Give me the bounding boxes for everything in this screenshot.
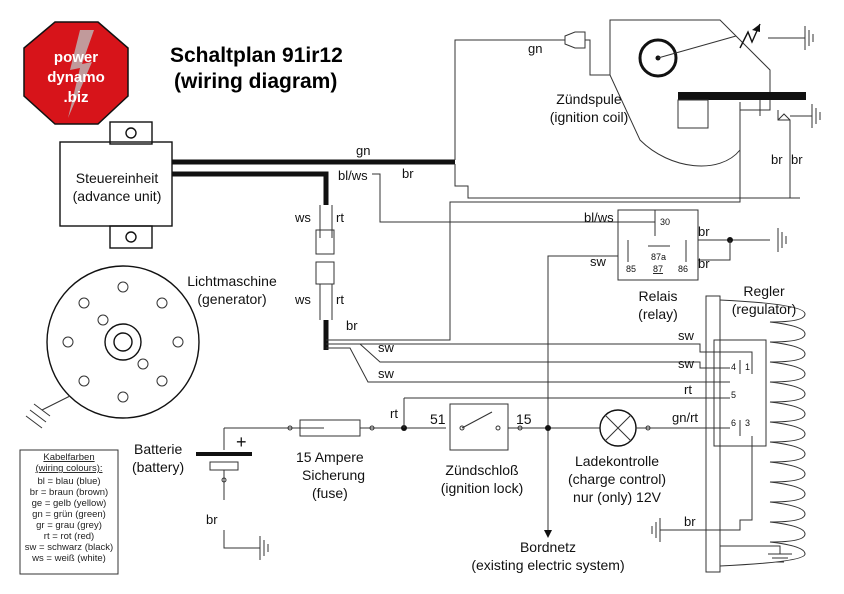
wire-label-br-unit: br [402, 166, 414, 181]
ignition-lock-label-en: (ignition lock) [441, 480, 523, 496]
relay-pin-85: 85 [626, 264, 636, 274]
wire-label-gn-coil: gn [528, 41, 542, 56]
logo-line3: .biz [64, 89, 89, 106]
wire-label-br-gen: br [346, 318, 358, 333]
relay-pin-86: 86 [678, 264, 688, 274]
legend-entry: gn = grün (green) [32, 509, 106, 520]
fuse-line1: 15 Ampere [296, 449, 364, 465]
logo-lightning-icon [68, 30, 94, 118]
fuse-line3: (fuse) [312, 485, 348, 501]
legend-entry: gr = grau (grey) [36, 520, 102, 531]
regulator-pin-6: 6 [731, 418, 736, 428]
logo-octagon [23, 21, 129, 125]
generator: Lichtmaschine (generator) [25, 265, 277, 429]
wire-label-ws-top: ws [294, 210, 311, 225]
regulator: 4 1 5 6 3 Regler (regulator) [705, 283, 806, 573]
wire-label-br-reg-gnd: br [684, 514, 696, 529]
logo: power dynamo .biz [23, 21, 129, 125]
wire-label-sw-gen1: sw [378, 340, 395, 355]
charge-control-label-en: (charge control) [568, 471, 666, 487]
ignition-coil-label: Zündspule [556, 91, 622, 107]
regulator-pin-3: 3 [745, 418, 750, 428]
logo-line1: power [54, 49, 98, 66]
advance-unit: Steuereinheit (advance unit) [59, 121, 173, 249]
logo-line2: dynamo [47, 69, 105, 86]
generator-label-en: (generator) [197, 291, 266, 307]
ignition-coil-label-en: (ignition coil) [550, 109, 629, 125]
legend-entry: rt = rot (red) [44, 531, 94, 542]
wire-label-sw-relay: sw [590, 254, 607, 269]
charge-control-lamp: Ladekontrolle (charge control) nur (only… [568, 409, 666, 505]
advance-unit-label: Steuereinheit [76, 170, 159, 186]
wire-label-br-relay2: br [698, 256, 710, 271]
battery: + Batterie (battery) br [132, 428, 269, 560]
charge-control-note: nur (only) 12V [573, 489, 662, 505]
wire-label-gn-unit: gn [356, 143, 370, 158]
wire-label-sw-reg2: sw [678, 356, 695, 371]
title-line1: Schaltplan 91ir12 [170, 44, 343, 67]
legend-entry: ws = weiß (white) [31, 553, 106, 564]
wire-label-sw-reg1: sw [678, 328, 695, 343]
relay-pin-87a: 87a [651, 252, 666, 262]
relay-label-en: (relay) [638, 306, 678, 322]
legend-entry: sw = schwarz (black) [25, 542, 113, 553]
regulator-label-en: (regulator) [732, 301, 797, 317]
bordnetz-label-en: (existing electric system) [471, 557, 624, 573]
battery-label: Batterie [134, 441, 182, 457]
wire-label-ws-bot: ws [294, 292, 311, 307]
generator-label: Lichtmaschine [187, 273, 277, 289]
title-line2: (wiring diagram) [174, 70, 337, 93]
regulator-pin-4: 4 [731, 362, 736, 372]
ignition-lock: 51 15 Zündschloß (ignition lock) [430, 403, 532, 496]
relay-pin-30: 30 [660, 217, 670, 227]
connector-top [315, 229, 335, 255]
wire-label-rt-top: rt [336, 210, 344, 225]
ignition-lock-pin-51: 51 [430, 411, 446, 427]
advance-unit-label-en: (advance unit) [73, 188, 162, 204]
connector-bottom [315, 261, 335, 285]
legend-entry: br = braun (brown) [30, 487, 108, 498]
regulator-pin-1: 1 [745, 362, 750, 372]
wire-label-br-batt: br [206, 512, 218, 527]
wire-label-br-coil2: br [791, 152, 803, 167]
wire-label-sw-gen2: sw [378, 366, 395, 381]
charge-control-label: Ladekontrolle [575, 453, 659, 469]
relay-label: Relais [639, 288, 678, 304]
wire-label-blws-unit: bl/ws [338, 168, 368, 183]
wire-label-rt-reg: rt [684, 382, 692, 397]
wire-label-br-coil1: br [771, 152, 783, 167]
wire-label-br-relay1: br [698, 224, 710, 239]
legend-subtitle: (wiring colours): [35, 463, 102, 474]
wire-label-rt-bot: rt [336, 292, 344, 307]
wire-label-gnrt-reg: gn/rt [672, 410, 698, 425]
regulator-pin-5: 5 [731, 390, 736, 400]
relay-pin-87: 87 [653, 264, 663, 274]
ignition-lock-label: Zündschloß [445, 462, 518, 478]
battery-label-en: (battery) [132, 459, 184, 475]
legend-title: Kabelfarben [43, 452, 94, 463]
legend-entry: ge = gelb (yellow) [32, 498, 107, 509]
ignition-lock-pin-15: 15 [516, 411, 532, 427]
regulator-label: Regler [743, 283, 785, 299]
bordnetz-label: Bordnetz [520, 539, 576, 555]
wire-label-rt-lock: rt [390, 406, 398, 421]
wire-label-blws-relay: bl/ws [584, 210, 614, 225]
relay: 30 87a 87 85 86 Relais (relay) [617, 209, 699, 322]
legend: Kabelfarben (wiring colours): bl = blau … [19, 449, 119, 575]
fuse-line2: Sicherung [302, 467, 365, 483]
legend-entry: bl = blau (blue) [37, 476, 100, 487]
ignition-coil: gn Zündspule (ignition coil) br br [528, 19, 821, 198]
battery-plus: + [236, 432, 247, 452]
